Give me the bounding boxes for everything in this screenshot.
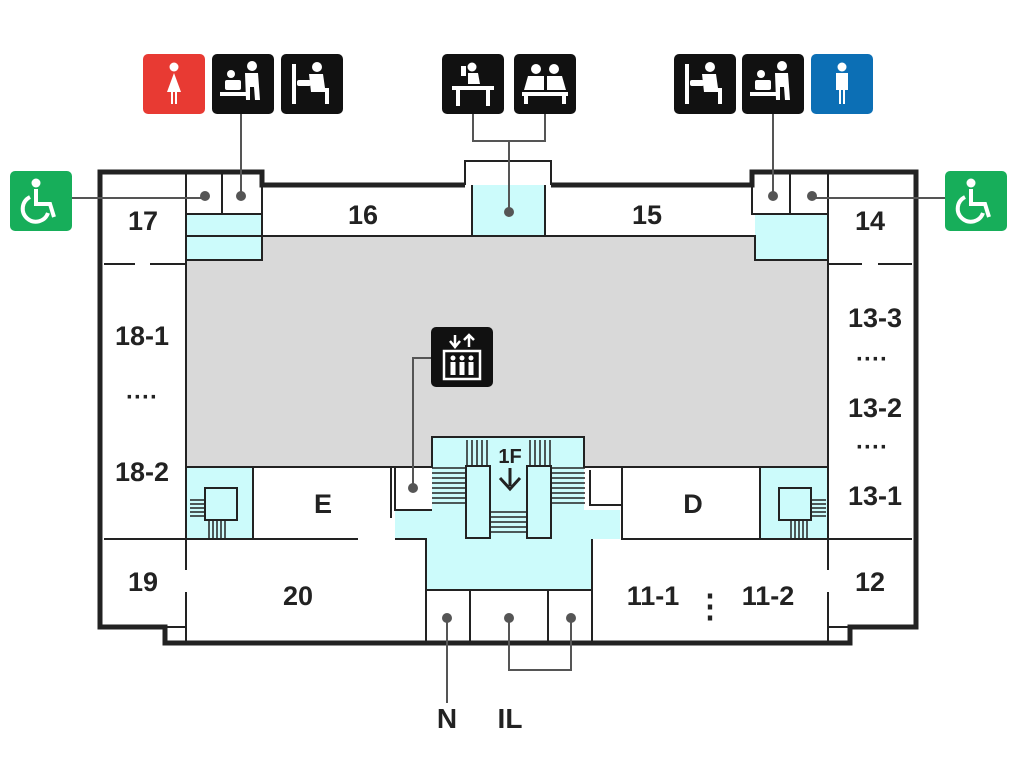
elevator-icon[interactable] (431, 327, 493, 387)
escalator-down-icon (498, 468, 522, 492)
floor-indicator: 1F (498, 446, 521, 468)
room-13-3[interactable]: 13-3 (848, 303, 902, 333)
room-13-2[interactable]: 13-2 (848, 393, 902, 423)
room-12[interactable]: 12 (855, 567, 885, 597)
escalators[interactable] (432, 440, 585, 539)
entrance-n[interactable]: N (437, 703, 457, 734)
connectors (72, 114, 945, 703)
drinking-fountain-icon[interactable] (442, 54, 504, 114)
accessible-restroom-icon[interactable] (10, 171, 72, 231)
room-19[interactable]: 19 (128, 567, 158, 597)
room-17[interactable]: 17 (128, 206, 158, 236)
nursing-room-icon[interactable] (674, 54, 736, 114)
room-e[interactable]: E (314, 489, 332, 519)
waiting-area-icon[interactable] (514, 54, 576, 114)
room-divider-dots: ···· (856, 434, 888, 461)
baby-changing-icon[interactable] (212, 54, 274, 114)
room-18-1[interactable]: 18-1 (115, 321, 169, 351)
male-restroom-icon[interactable] (811, 54, 873, 114)
room-18-2[interactable]: 18-2 (115, 457, 169, 487)
accessible-restroom-icon[interactable] (945, 171, 1007, 231)
room-d[interactable]: D (683, 489, 703, 519)
interior-walls (104, 160, 912, 643)
nursing-room-icon[interactable] (281, 54, 343, 114)
room-11-1[interactable]: 11-1 (627, 581, 680, 611)
room-labels: 17 16 15 14 18-1 18-2 13-3 13-2 13-1 E D… (115, 200, 902, 624)
room-11-2[interactable]: 11-2 (742, 581, 795, 611)
room-13-1[interactable]: 13-1 (848, 481, 902, 511)
entrance-il[interactable]: IL (498, 703, 523, 734)
room-15[interactable]: 15 (632, 200, 662, 230)
baby-changing-icon[interactable] (742, 54, 804, 114)
outer-wall (97, 169, 919, 646)
stairs-left[interactable] (190, 487, 238, 538)
central-hall[interactable] (186, 236, 828, 467)
room-14[interactable]: 14 (855, 206, 885, 236)
room-divider-dots: ···· (856, 346, 888, 373)
escalator-lobby[interactable] (395, 437, 620, 590)
stairs-right[interactable] (778, 487, 826, 538)
room-divider-dots: ···· (126, 384, 158, 411)
room-divider-dots: ⋮ (694, 588, 726, 624)
restroom-area-right[interactable] (755, 214, 828, 260)
room-20[interactable]: 20 (283, 581, 313, 611)
room-16[interactable]: 16 (348, 200, 378, 230)
female-restroom-icon[interactable] (143, 54, 205, 114)
